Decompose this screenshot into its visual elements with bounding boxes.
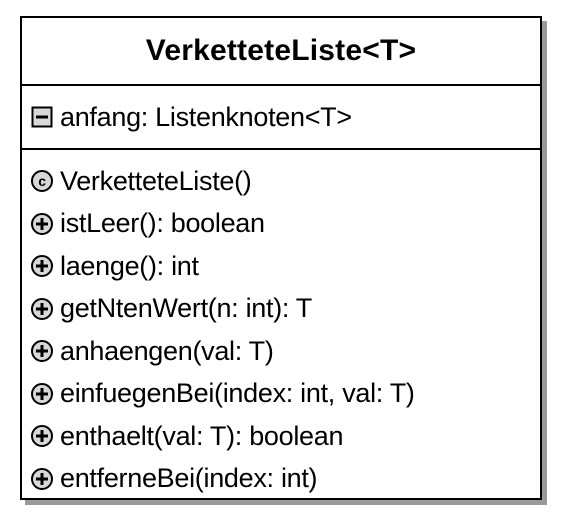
operation-row: enthaelt(val: T): boolean — [30, 415, 540, 458]
operation-text: laenge(): int — [60, 250, 199, 281]
operation-text: enthaelt(val: T): boolean — [60, 420, 344, 451]
uml-class-box: VerketteteListe<T> anfang: Listenknoten<… — [20, 16, 542, 500]
operation-row: anhaengen(val: T) — [30, 330, 540, 373]
attribute-text: anfang: Listenknoten<T> — [60, 101, 352, 132]
operation-text: einfuegenBei(index: int, val: T) — [60, 378, 415, 409]
attribute-row: anfang: Listenknoten<T> — [30, 96, 352, 139]
public-method-icon — [30, 297, 54, 321]
operation-row: c VerketteteListe() — [30, 160, 540, 203]
public-method-icon — [30, 254, 54, 278]
operation-text: getNtenWert(n: int): T — [60, 293, 312, 324]
public-method-icon — [30, 424, 54, 448]
attributes-compartment: anfang: Listenknoten<T> — [22, 86, 540, 150]
private-member-icon — [30, 105, 54, 129]
constructor-icon: c — [30, 169, 54, 193]
operation-row: entferneBei(index: int) — [30, 458, 540, 501]
operation-text: VerketteteListe() — [60, 165, 252, 196]
class-name: VerketteteListe<T> — [145, 34, 417, 67]
operation-text: istLeer(): boolean — [60, 208, 265, 239]
operation-row: getNtenWert(n: int): T — [30, 288, 540, 331]
public-method-icon — [30, 467, 54, 491]
operation-row: einfuegenBei(index: int, val: T) — [30, 373, 540, 416]
operation-text: anhaengen(val: T) — [60, 335, 274, 366]
svg-text:c: c — [38, 173, 46, 189]
operation-row: laenge(): int — [30, 245, 540, 288]
class-name-compartment: VerketteteListe<T> — [22, 18, 540, 86]
operation-row: istLeer(): boolean — [30, 203, 540, 246]
public-method-icon — [30, 382, 54, 406]
operations-compartment: c VerketteteListe() istLeer(): boolean — [22, 150, 540, 500]
public-method-icon — [30, 212, 54, 236]
operation-text: entferneBei(index: int) — [60, 463, 318, 494]
public-method-icon — [30, 339, 54, 363]
